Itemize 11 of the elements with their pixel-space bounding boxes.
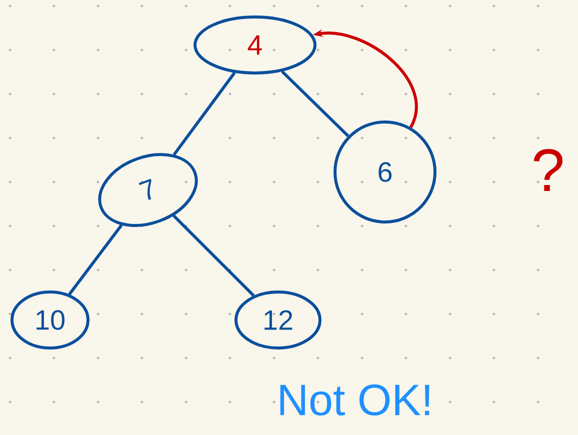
tree-node: 4 bbox=[194, 16, 316, 74]
tree-node: 10 bbox=[10, 290, 90, 350]
connector-line bbox=[281, 70, 350, 138]
tree-node: 6 bbox=[334, 120, 436, 224]
question-mark: ? bbox=[534, 149, 562, 191]
connector-line bbox=[172, 214, 255, 297]
tree-node: 12 bbox=[234, 290, 322, 350]
connector-line bbox=[172, 72, 236, 156]
annotation-text: Not OK! bbox=[280, 384, 430, 416]
tree-node: 7 bbox=[98, 153, 198, 227]
connector-line bbox=[68, 224, 123, 296]
